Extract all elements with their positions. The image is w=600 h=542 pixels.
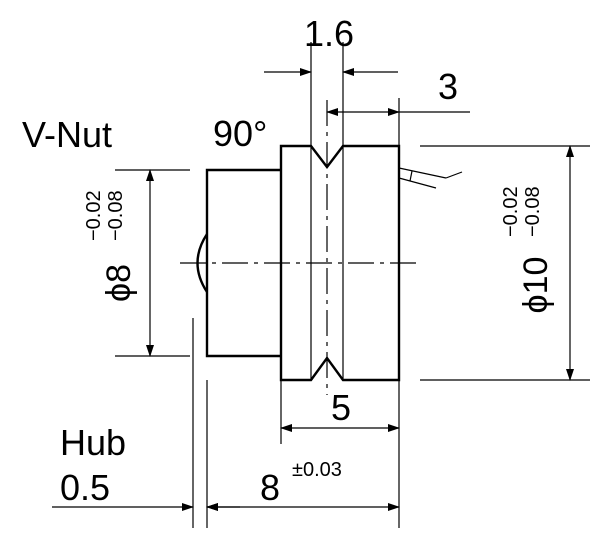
dim-small-diameter: ϕ8 −0.02 −0.08	[83, 169, 190, 357]
large-diameter-tol-upper: −0.02	[500, 186, 522, 237]
dim-large-diameter: ϕ10 −0.02 −0.08	[420, 145, 590, 381]
small-diameter-tol-upper: −0.02	[83, 190, 105, 241]
dim-body-width: 5	[280, 380, 400, 444]
dim-total-length: 8 ±0.03	[192, 318, 400, 528]
total-length-tolerance: ±0.03	[292, 459, 342, 481]
center-lines	[180, 100, 420, 395]
dim-groove-offset: 3	[326, 66, 470, 146]
dim-hub: Hub 0.5	[52, 422, 240, 511]
hub-value: 0.5	[60, 467, 110, 508]
hub-label: Hub	[60, 422, 126, 463]
total-length-label: 8	[260, 467, 280, 508]
small-diameter-tol-lower: −0.08	[105, 190, 127, 241]
v-nut-label: V-Nut	[22, 114, 112, 155]
dim-groove-width: 1.6	[264, 13, 398, 146]
large-diameter-tol-lower: −0.08	[522, 186, 544, 237]
groove-offset-label: 3	[438, 66, 458, 107]
angle-label: 90°	[213, 113, 267, 154]
large-diameter-label: ϕ10	[517, 257, 555, 314]
hub-cylinder	[205, 168, 281, 358]
groove-width-label: 1.6	[304, 13, 354, 54]
wire-lead	[398, 167, 463, 189]
body-width-label: 5	[331, 387, 351, 428]
small-diameter-label: ϕ8	[100, 264, 138, 302]
